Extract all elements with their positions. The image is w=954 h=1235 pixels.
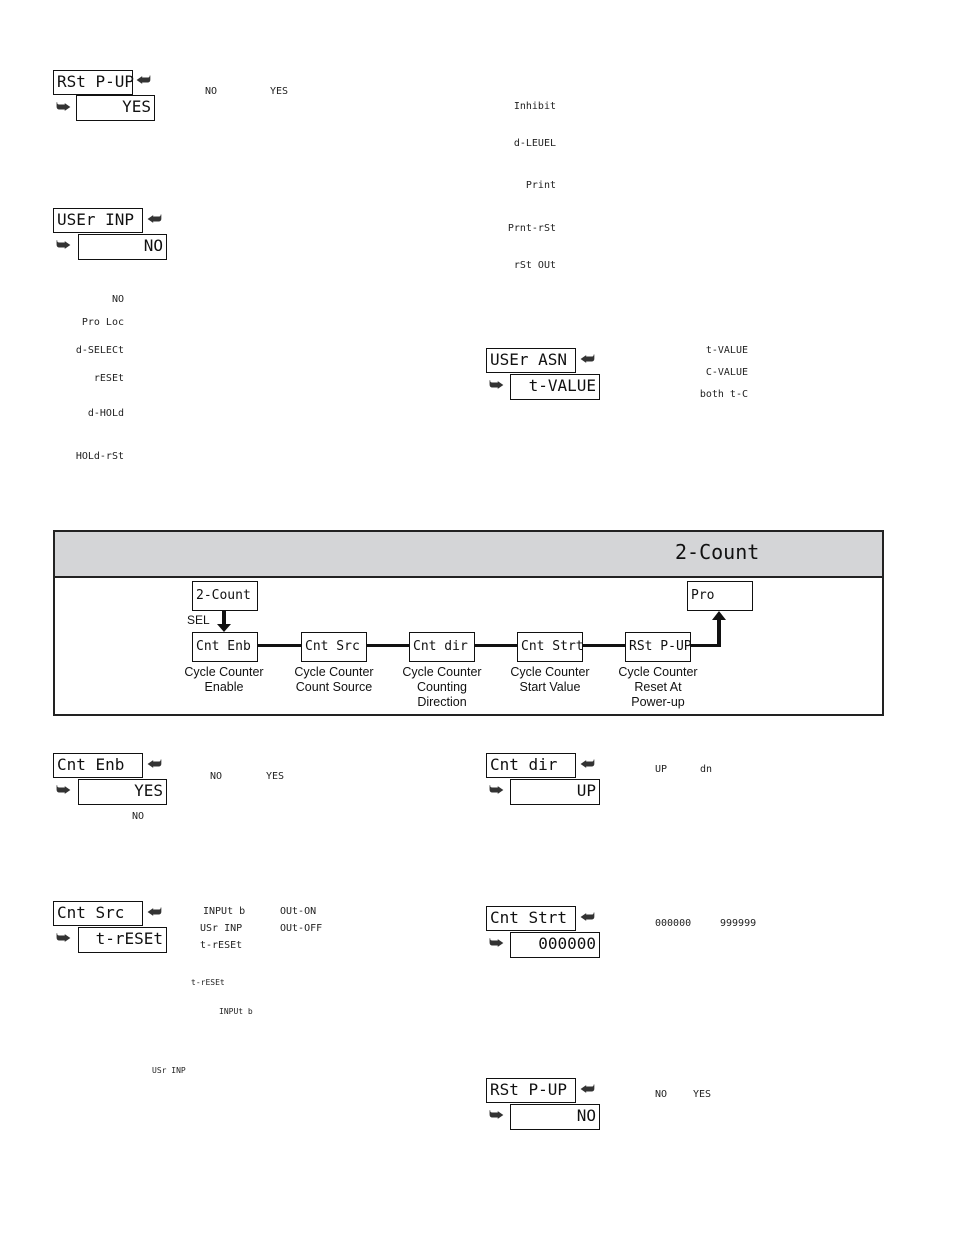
param-display: USEr INP xyxy=(53,208,143,233)
option: 000000 xyxy=(655,918,692,929)
value-display: UP xyxy=(510,779,600,805)
option: d-HOLd xyxy=(87,408,124,419)
param-display: RSt P-UP xyxy=(53,70,134,95)
connector xyxy=(690,644,720,647)
option: Prnt-rSt xyxy=(507,223,556,234)
return-arrow-icon: ⮨ xyxy=(147,211,162,228)
note: NO xyxy=(132,811,145,822)
option: NO xyxy=(111,294,124,305)
option: t-VALUE xyxy=(705,345,748,356)
option: rSt OUt xyxy=(513,260,556,271)
option: YES xyxy=(270,86,289,97)
note: USr INP xyxy=(152,1066,186,1075)
value-display: t-VALUE xyxy=(510,374,600,400)
option: t-rESEt xyxy=(200,940,243,951)
option: both t-C xyxy=(699,389,748,400)
return-arrow-icon: ⮨ xyxy=(580,909,595,926)
param-display: USEr ASN xyxy=(486,348,576,373)
forward-arrow-icon: ⮩ xyxy=(489,782,504,799)
option: OUt-ON xyxy=(280,906,317,917)
start-display: 2-Count xyxy=(192,581,258,611)
value-display: YES xyxy=(78,779,167,805)
note: INPUt b xyxy=(219,1007,253,1016)
option: d-SELECt xyxy=(75,345,124,356)
value-display: NO xyxy=(510,1104,600,1130)
connector xyxy=(717,620,721,647)
value-display: t-rESEt xyxy=(78,927,167,953)
note: t-rESEt xyxy=(191,978,225,987)
arrowhead xyxy=(217,624,231,632)
step-caption: Cycle Counter Start Value xyxy=(510,665,590,694)
panel-title: 2-Count xyxy=(675,540,760,564)
connector xyxy=(474,644,517,647)
connector xyxy=(367,644,409,647)
option: Pro Loc xyxy=(81,317,124,328)
end-display: Pro xyxy=(687,581,753,611)
step-caption: Cycle Counter Reset At Power-up xyxy=(618,665,698,709)
param-display: Cnt dir xyxy=(486,753,576,778)
step-caption: Cycle Counter Count Source xyxy=(294,665,374,694)
return-arrow-icon: ⮨ xyxy=(136,72,151,89)
option: YES xyxy=(693,1089,712,1100)
up-arrow-icon xyxy=(712,611,726,620)
option: INPUt b xyxy=(203,906,246,917)
value-display: YES xyxy=(76,95,155,121)
return-arrow-icon: ⮨ xyxy=(580,1081,595,1098)
option: NO xyxy=(210,771,223,782)
option: dn xyxy=(700,764,713,775)
menu-flow-panel: 2-Count xyxy=(53,530,884,716)
option: C-VALUE xyxy=(705,367,748,378)
step-caption: Cycle Counter Enable xyxy=(184,665,264,694)
return-arrow-icon: ⮨ xyxy=(580,756,595,773)
step-display: Cnt Enb xyxy=(192,632,258,662)
sel-label: SEL xyxy=(187,613,210,627)
step-display: Cnt dir xyxy=(409,632,475,662)
forward-arrow-icon: ⮩ xyxy=(489,1107,504,1124)
step-display: Cnt Src xyxy=(301,632,367,662)
step-display: RSt P-UP xyxy=(625,632,692,662)
option: UP xyxy=(655,764,668,775)
option: YES xyxy=(266,771,285,782)
option: USr INP xyxy=(200,923,243,934)
forward-arrow-icon: ⮩ xyxy=(489,935,504,952)
option: NO xyxy=(205,86,218,97)
connector xyxy=(257,644,301,647)
option: NO xyxy=(655,1089,668,1100)
return-arrow-icon: ⮨ xyxy=(580,351,595,368)
param-display: Cnt Strt xyxy=(486,906,576,931)
step-caption: Cycle Counter Counting Direction xyxy=(402,665,482,709)
return-arrow-icon: ⮨ xyxy=(147,756,162,773)
param-display: Cnt Enb xyxy=(53,753,143,778)
option: HOLd-rSt xyxy=(75,451,124,462)
value-display: 000000 xyxy=(510,932,600,958)
option: 999999 xyxy=(720,918,757,929)
down-arrow-icon xyxy=(222,611,226,625)
option: Inhibit xyxy=(513,101,556,112)
panel-header: 2-Count xyxy=(55,532,882,578)
option: d-LEUEL xyxy=(513,138,556,149)
forward-arrow-icon: ⮩ xyxy=(56,237,71,254)
forward-arrow-icon: ⮩ xyxy=(56,782,71,799)
param-display: RSt P-UP xyxy=(486,1078,576,1103)
forward-arrow-icon: ⮩ xyxy=(489,377,504,394)
connector xyxy=(582,644,625,647)
return-arrow-icon: ⮨ xyxy=(147,904,162,921)
value-display: NO xyxy=(78,234,167,260)
param-display: Cnt Src xyxy=(53,901,143,926)
forward-arrow-icon: ⮩ xyxy=(56,99,71,116)
option: Print xyxy=(525,180,556,191)
option: OUt-OFF xyxy=(280,923,323,934)
option: rESEt xyxy=(93,373,124,384)
forward-arrow-icon: ⮩ xyxy=(56,930,71,947)
step-display: Cnt Strt xyxy=(517,632,584,662)
